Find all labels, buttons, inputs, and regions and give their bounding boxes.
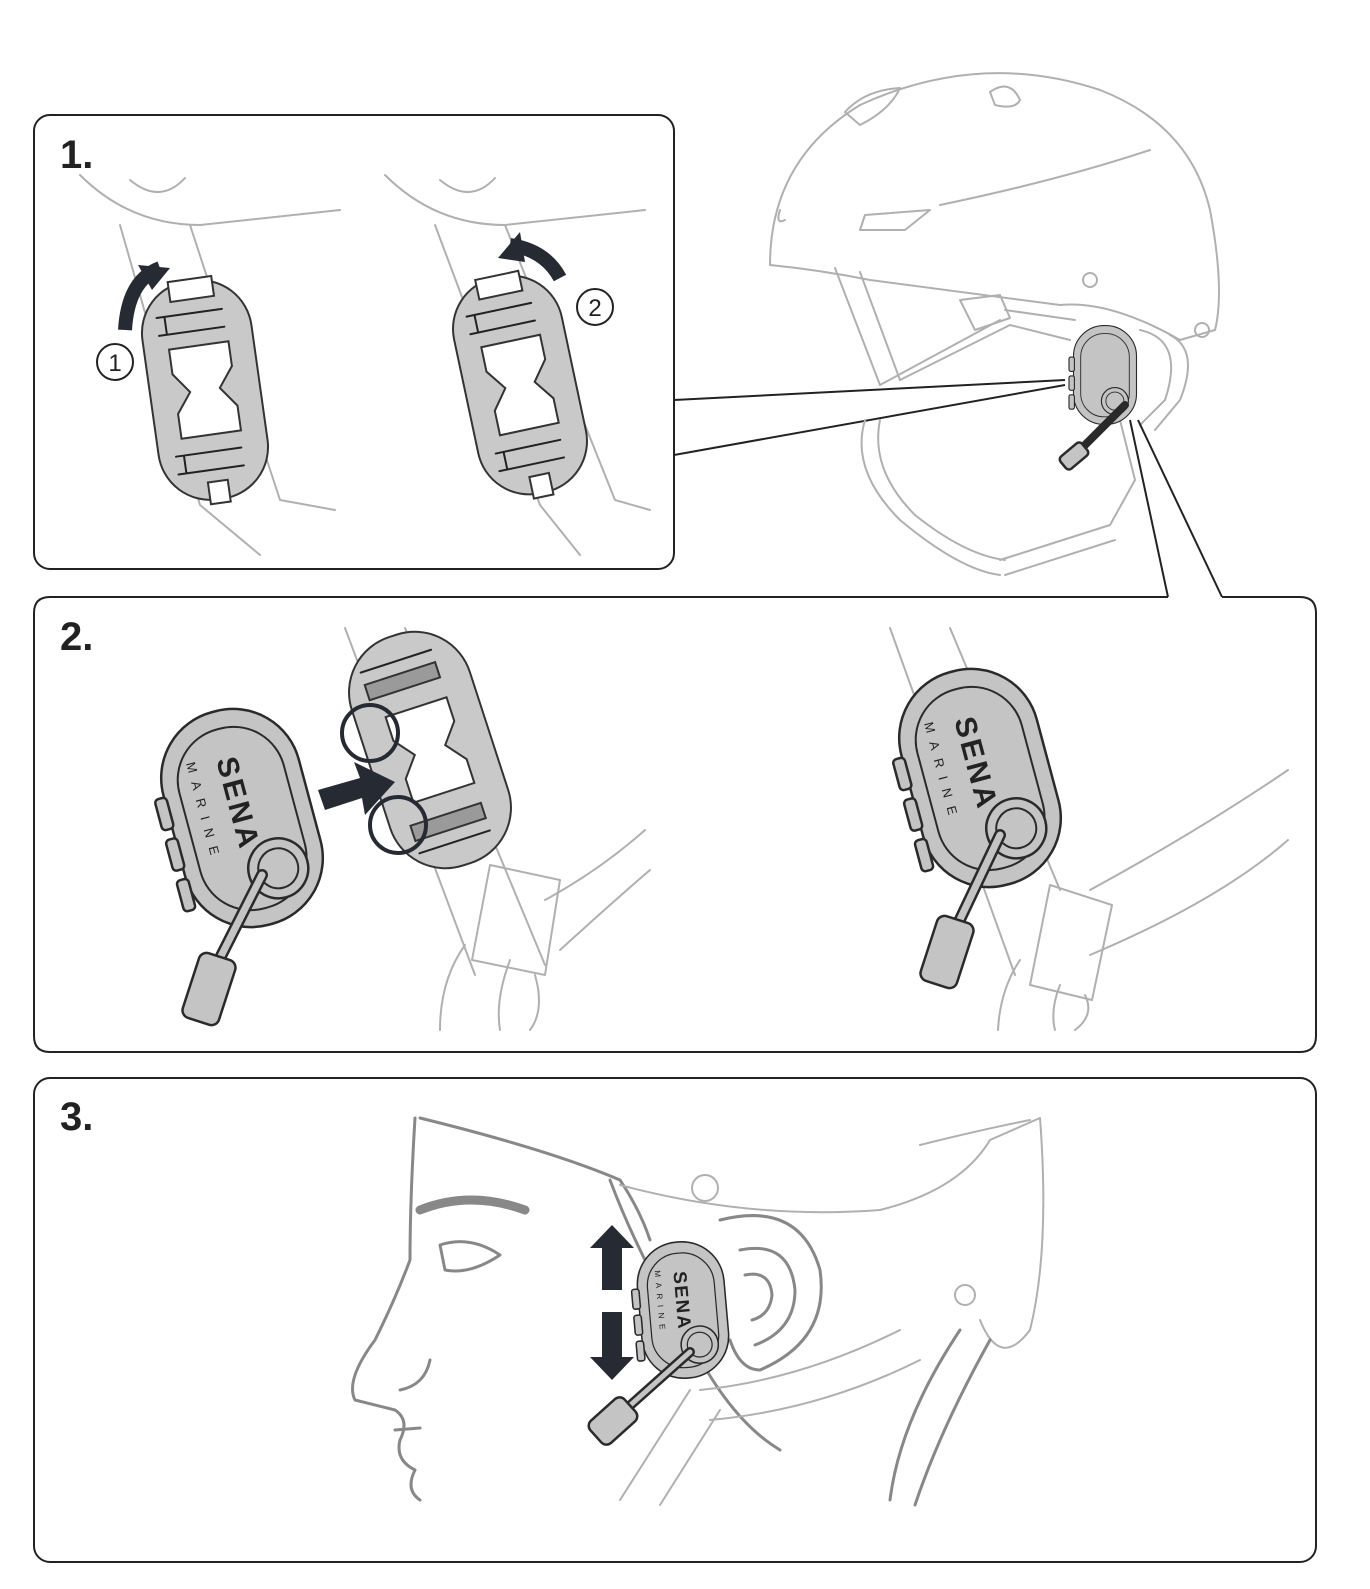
boom-mic-right [919, 914, 975, 990]
step-2-left-device: SENA MARINE [135, 692, 340, 1027]
step-3-scene: SENA MARINE [351, 1116, 1045, 1507]
callout-lines-step-2 [1129, 419, 1223, 598]
eye [438, 1240, 502, 1273]
step-1-left-scene: 1 [79, 174, 341, 556]
face-profile [351, 1116, 422, 1502]
step-1-number: 1. [60, 133, 93, 177]
step-3-number: 3. [60, 1095, 93, 1139]
step-2-left-scene [318, 627, 651, 1031]
step-1-right-scene: 2 [384, 174, 651, 556]
mount-plate-step-2 [348, 630, 512, 870]
step-1-panel [33, 114, 675, 570]
substep-2-label: 2 [588, 295, 601, 322]
step-2-number: 2. [60, 615, 93, 659]
highlight-circle-icon [368, 795, 428, 855]
substep-1-badge [96, 343, 134, 381]
ear [718, 1214, 823, 1372]
boom-mic-left [181, 951, 237, 1027]
step-2-right-scene: SENA MARINE [873, 627, 1289, 1031]
helmet-device [1068, 324, 1138, 426]
step-3-device: SENA MARINE [626, 1237, 733, 1384]
brand-name-step-3: SENA [669, 1270, 695, 1331]
substep-1-label: 1 [108, 350, 121, 377]
helmet-illustration [769, 72, 1220, 576]
up-down-arrow-icon [590, 1225, 634, 1380]
substep-2-badge [576, 288, 614, 326]
highlight-circle-icon [340, 703, 400, 763]
callout-lines-step-1 [673, 379, 1066, 456]
push-arrow-icon [318, 762, 395, 815]
boom-mic-step-3 [587, 1396, 639, 1446]
eyebrow [415, 1195, 530, 1215]
